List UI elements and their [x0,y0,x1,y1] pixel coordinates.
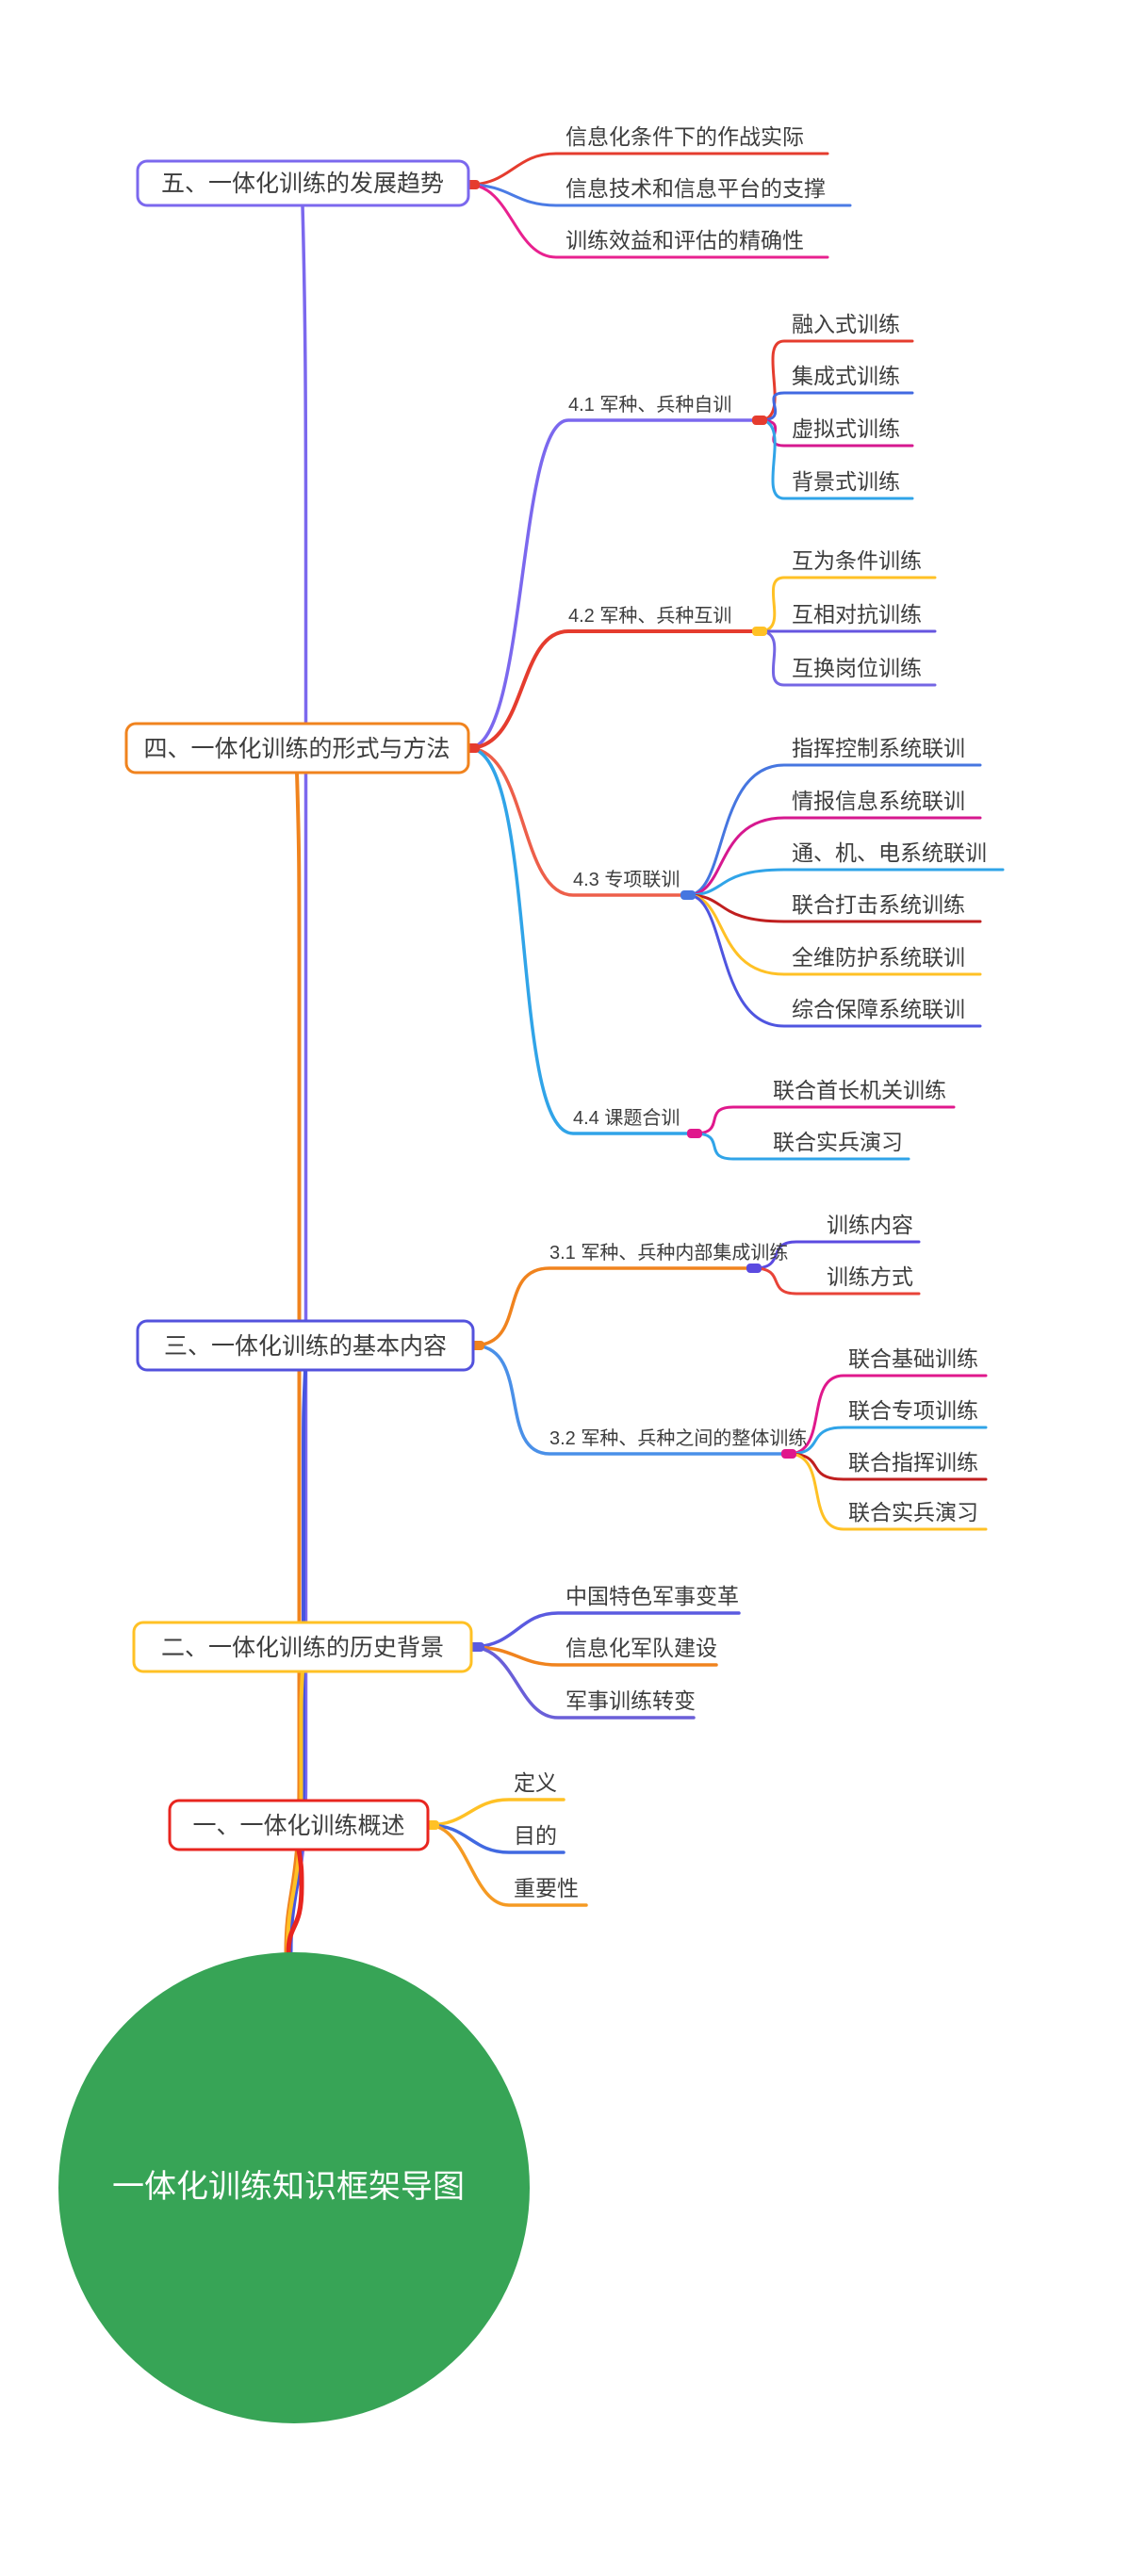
connector-sub43-leaf1 [686,763,982,897]
connector-sub43-leaf5 [686,893,982,976]
leaf-label-5-3[interactable]: 训练效益和评估的精确性 [566,228,804,253]
leaf-label-32-1[interactable]: 联合基础训练 [848,1346,978,1371]
connector-sub42-leaf1 [758,576,937,633]
subtopic-label-4-1[interactable]: 4.1 军种、兵种自训 [568,394,731,416]
topic-box-4[interactable] [124,722,470,774]
connector-sub41-leaf1 [758,339,914,422]
topic-node-4[interactable]: 四、一体化训练的形式与方法 [124,722,470,774]
leaf-label-5-2[interactable]: 信息技术和信息平台的支撑 [566,176,826,201]
root-circle[interactable] [58,1952,530,2423]
subtopic-label-4-2[interactable]: 4.2 军种、兵种互训 [568,605,731,627]
leaf-label-43-1[interactable]: 指挥控制系统联训 [792,736,965,760]
connector-sub41-leaf2 [758,391,914,422]
leaf-label-41-2[interactable]: 集成式训练 [792,364,900,388]
connector-sub31-leaf1 [752,1240,921,1270]
connector-sub43-leaf2 [686,816,982,897]
subtopic-label-4-4[interactable]: 4.4 课题合训 [573,1107,680,1129]
connector-sub43-leaf6 [686,893,982,1028]
leaf-label-31-2[interactable]: 训练方式 [827,1264,913,1289]
topic-label-1: 一、一体化训练概述 [192,1813,404,1839]
junction-cap-sub32 [781,1449,796,1459]
connector-sub42-leaf3 [758,629,937,687]
connector-topic1-leaf2 [426,1823,566,1854]
leaf-label-2-2[interactable]: 信息化军队建设 [566,1636,717,1660]
root-node[interactable]: 一体化训练知识框架导图 [58,1952,530,2423]
connector-sub44-leaf2 [693,1132,910,1161]
connector-topic4-sub44 [467,746,697,1135]
topic-label-3: 三、一体化训练的基本内容 [164,1333,447,1360]
leaf-label-31-1[interactable]: 训练内容 [827,1213,913,1237]
topic-label-4: 四、一体化训练的形式与方法 [143,736,450,762]
topic-label-2: 二、一体化训练的历史背景 [161,1635,444,1661]
connector-topic5-leaf3 [467,183,829,259]
connector-sub31-leaf2 [752,1266,921,1296]
connector-sub44-leaf1 [693,1105,956,1135]
topic-box-1[interactable] [168,1799,430,1851]
leaf-label-41-4[interactable]: 背景式训练 [792,469,900,494]
leaf-label-44-2[interactable]: 联合实兵演习 [773,1130,903,1154]
leaf-label-1-1[interactable]: 定义 [514,1770,557,1795]
topic-box-3[interactable] [136,1319,475,1372]
leaf-label-43-6[interactable]: 综合保障系统联训 [792,997,965,1021]
trunk-line-topic1 [286,1847,304,1956]
leaf-label-2-1[interactable]: 中国特色军事变革 [566,1584,739,1608]
leaf-label-43-3[interactable]: 通、机、电系统联训 [792,840,987,865]
connector-topic2-leaf2 [469,1645,718,1667]
leaf-label-5-1[interactable]: 信息化条件下的作战实际 [566,124,804,149]
leaf-label-41-3[interactable]: 虚拟式训练 [792,416,900,441]
connector-sub43-leaf3 [686,868,1005,897]
connector-topic1-leaf1 [426,1798,566,1827]
leaf-label-43-5[interactable]: 全维防护系统联训 [792,945,965,970]
connector-topic5-leaf2 [467,183,852,207]
topic-node-2[interactable]: 二、一体化训练的历史背景 [132,1621,473,1673]
leaf-label-32-3[interactable]: 联合指挥训练 [848,1450,978,1475]
topic-node-3[interactable]: 三、一体化训练的基本内容 [136,1319,475,1372]
junction-cap-sub44 [687,1129,702,1138]
trunk-line-topic3 [288,1368,307,1954]
connector-topic1-leaf3 [426,1823,588,1907]
subtopic-label-3-1[interactable]: 3.1 军种、兵种内部集成训练 [549,1242,788,1264]
leaf-label-32-2[interactable]: 联合专项训练 [848,1398,978,1423]
connector-topic5-leaf1 [467,152,829,187]
root-label: 一体化训练知识框架导图 [112,2169,465,2205]
connector-topic3-sub31 [471,1266,756,1347]
junction-cap-sub41 [752,416,767,425]
connector-topic2-leaf3 [469,1645,696,1720]
connector-topic2-leaf1 [469,1611,741,1649]
junction-cap-sub43 [680,890,696,900]
leaf-label-42-3[interactable]: 互换岗位训练 [792,656,922,680]
topic-label-5: 五、一体化训练的发展趋势 [161,171,444,197]
leaf-label-41-1[interactable]: 融入式训练 [792,312,900,336]
connector-topic3-sub32 [471,1344,791,1456]
topic-box-2[interactable] [132,1621,473,1673]
leaf-label-44-1[interactable]: 联合首长机关训练 [773,1078,946,1102]
leaf-label-1-2[interactable]: 目的 [514,1823,557,1848]
connector-sub41-leaf4 [758,418,914,500]
connector-sub32-leaf4 [787,1452,988,1531]
leaf-label-42-2[interactable]: 互相对抗训练 [792,602,922,627]
leaf-label-2-3[interactable]: 军事训练转变 [566,1688,696,1713]
topic-box-5[interactable] [136,159,470,207]
leaf-label-42-1[interactable]: 互为条件训练 [792,548,922,573]
connector-sub43-leaf4 [686,893,982,923]
connector-topic4-sub43 [467,746,690,897]
connector-topic4-sub41 [467,418,762,750]
junction-cap-sub31 [746,1264,762,1273]
leaf-label-43-2[interactable]: 情报信息系统联训 [792,789,965,813]
subtopic-label-3-2[interactable]: 3.2 军种、兵种之间的整体训练 [549,1427,807,1449]
junction-cap-sub42 [752,627,767,636]
leaf-label-32-4[interactable]: 联合实兵演习 [848,1500,978,1524]
connector-topic4-sub42 [467,629,762,750]
topic-node-1[interactable]: 一、一体化训练概述 [168,1799,430,1851]
connector-sub32-leaf1 [787,1374,988,1456]
connector-sub32-leaf2 [787,1426,988,1456]
leaf-label-43-4[interactable]: 联合打击系统训练 [792,892,965,917]
subtopic-label-4-3[interactable]: 4.3 专项联训 [573,869,680,890]
topic-node-5[interactable]: 五、一体化训练的发展趋势 [136,159,470,207]
leaf-label-1-3[interactable]: 重要性 [514,1876,579,1900]
